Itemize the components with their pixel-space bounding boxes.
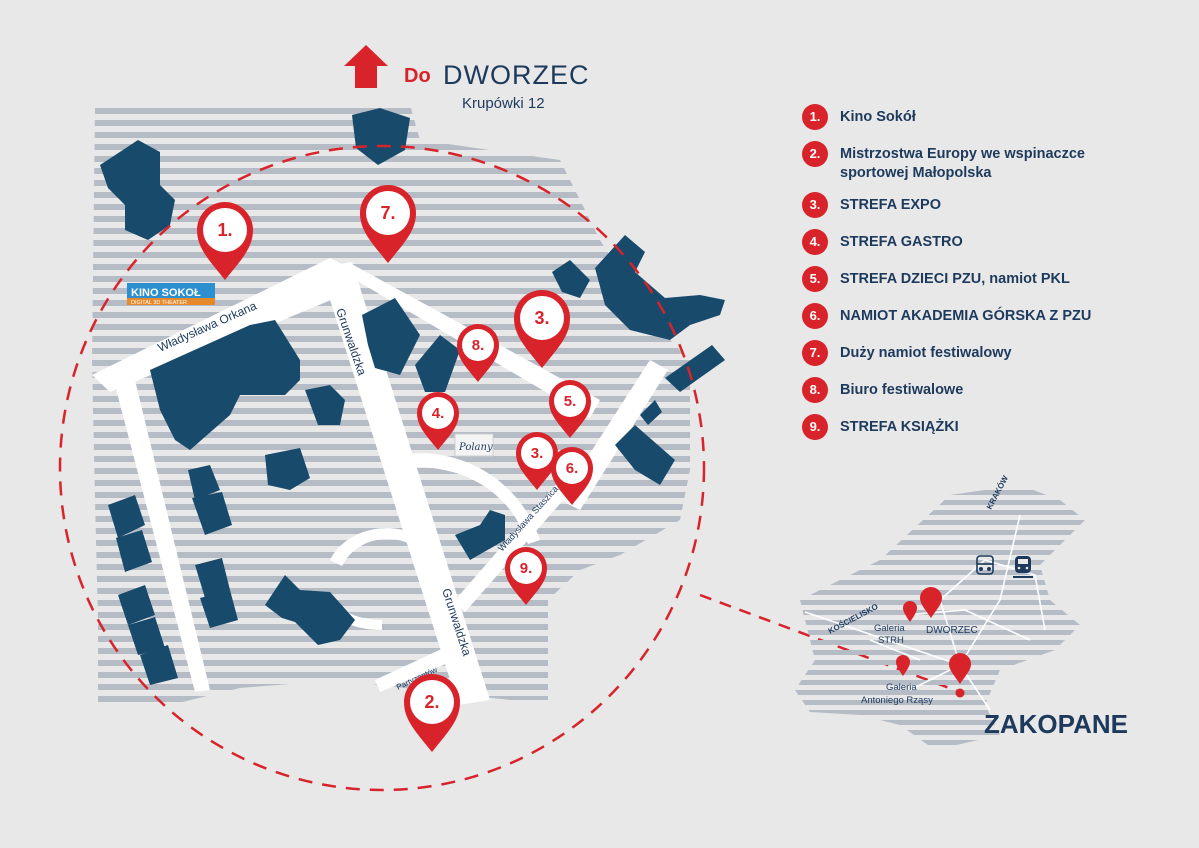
road-partyzantow	[375, 645, 455, 692]
kino-sokol-logo: KINO SOKOŁ DIGITAL 3D THEATER	[127, 283, 215, 306]
svg-text:9.: 9.	[520, 560, 533, 577]
inset-area	[795, 485, 1085, 750]
legend-item-3: 3. STREFA EXPO	[802, 192, 1182, 218]
legend-label: Mistrzostwa Europy we wspinaczce sportow…	[840, 146, 1085, 181]
marker-3a[interactable]: 3.	[514, 290, 570, 368]
svg-text:1.: 1.	[217, 220, 232, 240]
dworzec-logo: DWORZEC	[443, 60, 589, 90]
legend-item-6: 6. NAMIOT AKADEMIA GÓRSKA Z PZU	[802, 303, 1182, 329]
legend-label: Biuro festiwalowe	[840, 382, 964, 398]
road-left-vertical	[115, 380, 210, 692]
polany-logo: Polany	[454, 433, 494, 457]
inset-pin-dworzec	[920, 587, 942, 618]
inset-galeria-strh-2: STRH	[878, 635, 904, 646]
inset-dot	[955, 688, 965, 698]
legend-label: NAMIOT AKADEMIA GÓRSKA Z PZU	[840, 308, 1092, 324]
inset-galeria-ar-1: Galeria	[886, 682, 917, 693]
svg-text:2.: 2.	[424, 692, 439, 712]
legend-label: STREFA KSIĄŻKI	[840, 419, 959, 435]
legend-label: STREFA DZIECI PZU, namiot PKL	[840, 271, 1070, 287]
legend-label: Kino Sokół	[840, 109, 916, 125]
legend-number-badge: 4.	[802, 229, 828, 255]
marker-6[interactable]: 6.	[551, 447, 593, 505]
marker-1[interactable]: 1.	[197, 202, 253, 280]
inset-pin-festival	[949, 653, 971, 684]
legend-item-4: 4. STREFA GASTRO	[802, 229, 1182, 255]
marker-2[interactable]: 2.	[404, 674, 460, 752]
marker-3b[interactable]: 3.	[516, 432, 558, 490]
arrow-up-icon	[344, 45, 388, 88]
inset-galeria-strh-1: Galeria	[874, 623, 905, 634]
legend-number-badge: 3.	[802, 192, 828, 218]
legend-number-badge: 8.	[802, 377, 828, 403]
map-markers: 1. 7. 3. 2.	[197, 185, 570, 752]
legend-item-1: 1. Kino Sokół	[802, 104, 1182, 130]
svg-text:3.: 3.	[534, 308, 549, 328]
inset-roads	[804, 514, 1046, 711]
marker-8[interactable]: 8.	[457, 324, 499, 382]
svg-text:3.: 3.	[531, 445, 544, 462]
svg-text:7.: 7.	[380, 203, 395, 223]
marker-5[interactable]: 5.	[549, 380, 591, 438]
inset-galeria-ar-2: Antoniego Rząsy	[861, 695, 933, 706]
map-markers-small: 8. 4. 5. 3. 6. 9.	[417, 324, 593, 605]
legend-item-9: 9. STREFA KSIĄŻKI	[802, 414, 1182, 440]
legend-number-badge: 2.	[802, 141, 828, 167]
kino-logo-subtitle: DIGITAL 3D THEATER	[131, 300, 187, 306]
road-curve-2	[400, 453, 540, 544]
legend-item-2: 2. Mistrzostwa Europy we wspinaczce sport…	[802, 141, 1182, 183]
marker-9[interactable]: 9.	[505, 547, 547, 605]
legend: 1. Kino Sokół 2. Mistrzostwa Europy we wspi…	[802, 104, 1182, 451]
legend-number-badge: 7.	[802, 340, 828, 366]
legend-label: STREFA EXPO	[840, 197, 941, 213]
inset-city-title: ZAKOPANE	[984, 709, 1128, 739]
svg-text:8.: 8.	[472, 337, 485, 354]
legend-number-badge: 1.	[802, 104, 828, 130]
buildings	[100, 108, 725, 685]
inset-pin-strh	[903, 601, 917, 622]
marker-7[interactable]: 7.	[360, 185, 416, 263]
legend-number-badge: 9.	[802, 414, 828, 440]
road-staszica	[455, 480, 572, 612]
road-grunwaldzka	[320, 262, 490, 705]
address-text: Krupówki 12	[462, 95, 545, 112]
road-orkana	[92, 258, 355, 392]
polany-text: Polany	[458, 442, 493, 453]
legend-number-badge: 6.	[802, 303, 828, 329]
road-curve-1	[330, 528, 440, 566]
svg-text:6.: 6.	[566, 460, 579, 477]
marker-4[interactable]: 4.	[417, 392, 459, 450]
legend-label: STREFA GASTRO	[840, 234, 963, 250]
arrow-label: Do	[404, 65, 431, 87]
kino-logo-title: KINO SOKOŁ	[131, 287, 201, 299]
svg-text:4.: 4.	[432, 405, 445, 422]
inset-dworzec: DWORZEC	[926, 625, 978, 636]
festival-zone-circle	[58, 144, 706, 792]
legend-number-badge: 5.	[802, 266, 828, 292]
legend-item-5: 5. STREFA DZIECI PZU, namiot PKL	[802, 266, 1182, 292]
header: Do DWORZEC Krupówki 12	[344, 45, 589, 112]
train-icon	[1013, 556, 1033, 578]
zakopane-inset: KRAKÓW KOŚCIELISKO Galeria STRH DWORZEC …	[795, 474, 1128, 750]
legend-item-8: 8. Biuro festiwalowe	[802, 377, 1182, 403]
bus-icon	[976, 555, 994, 575]
svg-text:5.: 5.	[564, 393, 577, 410]
inset-pin-ar	[896, 655, 910, 676]
legend-item-7: 7. Duży namiot festiwalowy	[802, 340, 1182, 366]
legend-label: Duży namiot festiwalowy	[840, 345, 1012, 361]
